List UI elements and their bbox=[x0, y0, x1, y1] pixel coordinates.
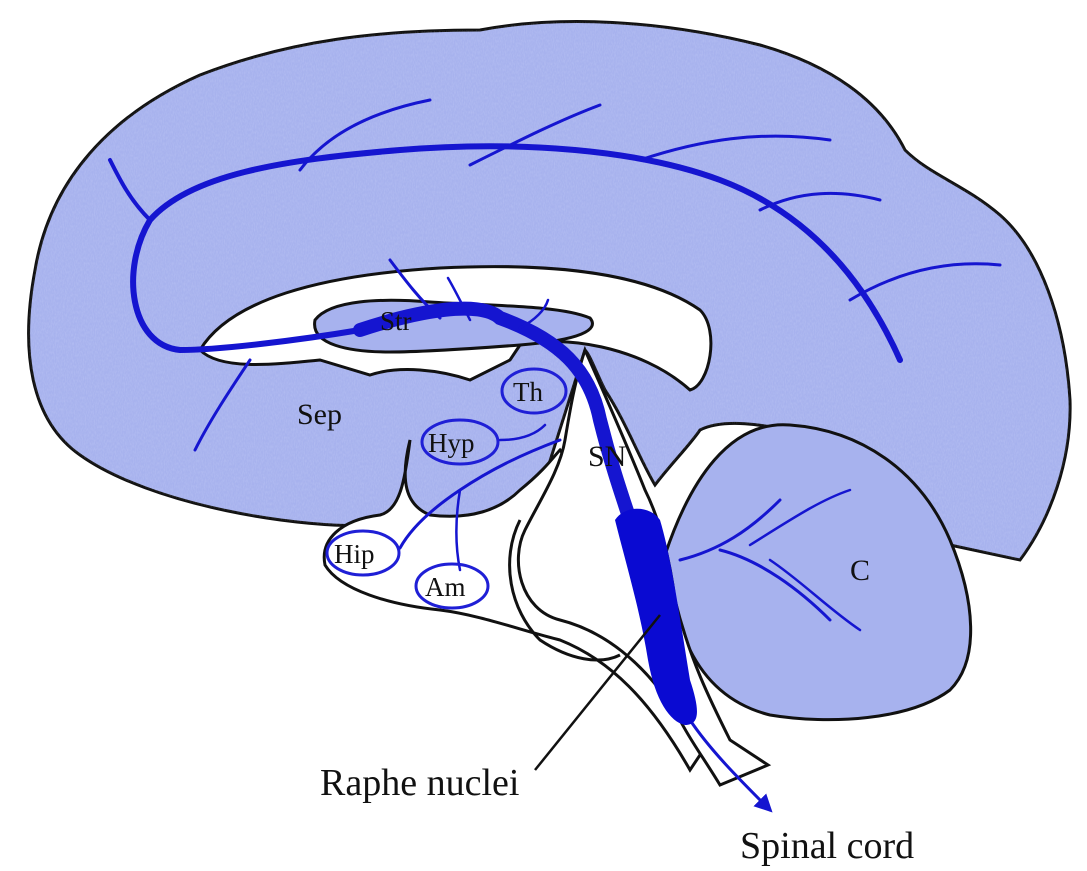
label-str: Str bbox=[380, 306, 412, 336]
label-am: Am bbox=[425, 572, 466, 602]
label-hyp: Hyp bbox=[428, 428, 475, 458]
label-spinal-cord: Spinal cord bbox=[740, 825, 914, 867]
label-hip: Hip bbox=[334, 539, 375, 569]
label-raphe-nuclei: Raphe nuclei bbox=[320, 762, 519, 804]
label-sn: SN bbox=[588, 440, 626, 473]
label-c: C bbox=[850, 554, 870, 587]
label-sep: Sep bbox=[297, 398, 342, 431]
label-th: Th bbox=[513, 377, 543, 407]
